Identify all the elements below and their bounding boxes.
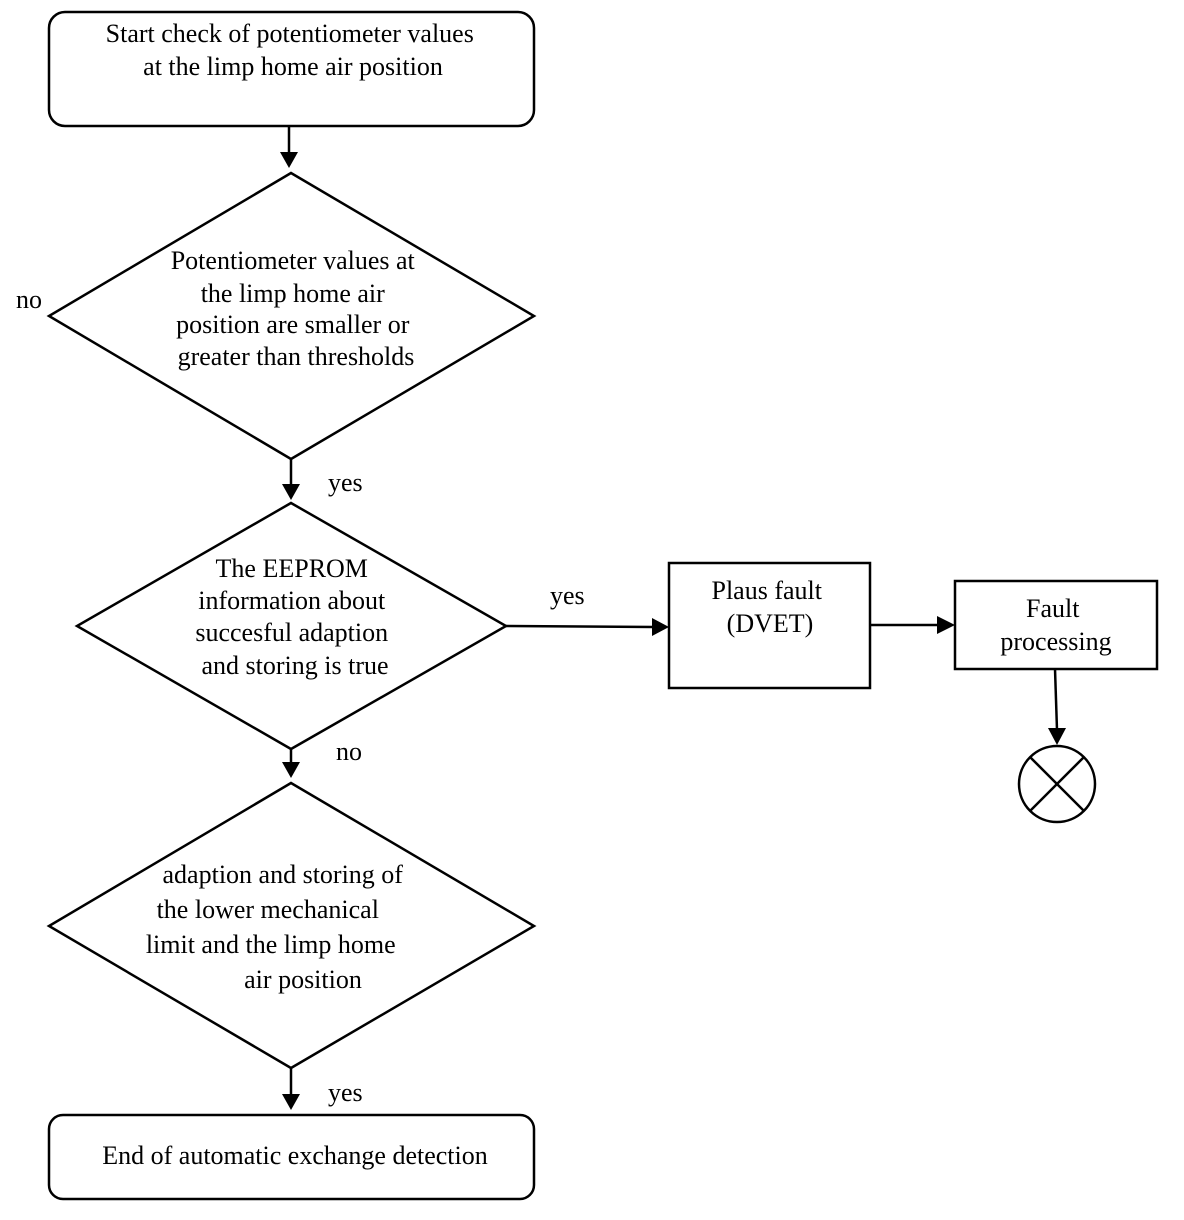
plaus-fault-node: Plaus fault (DVET)	[667, 561, 872, 690]
svg-text:adaption and storing of: adaption and storing of the lower mechan…	[146, 860, 410, 994]
decision-eeprom-line: information about	[198, 586, 386, 615]
arrow-adaption-to-end	[282, 1068, 300, 1110]
label-yes-eeprom: yes	[550, 581, 585, 610]
label-no-thresholds: no	[16, 285, 42, 314]
decision-thresholds-line: position are smaller or	[176, 310, 410, 339]
fault-processing-node: Fault processing	[953, 579, 1159, 671]
decision-eeprom-line: and storing is true	[201, 651, 388, 680]
start-node-line: at the limp home air position	[143, 52, 443, 81]
fault-processing-line: Fault	[1026, 594, 1080, 623]
arrow-eeprom-to-adaption	[282, 749, 300, 778]
decision-eeprom: The EEPROM information about succesful a…	[74, 501, 509, 751]
svg-text:Plaus fault (DVET): Plaus fault (DVET)	[712, 576, 829, 638]
decision-adaption-line: the lower mechanical	[157, 895, 379, 924]
svg-text:The EEPROM information a: The EEPROM information about succesful a…	[195, 554, 394, 680]
svg-text:End of automatic exchange dete: End of automatic exchange detection	[102, 1141, 488, 1170]
arrow-eeprom-to-plaus-fault	[505, 618, 669, 636]
end-node-line: End of automatic exchange detection	[102, 1141, 488, 1170]
label-no-eeprom: no	[336, 737, 362, 766]
decision-thresholds-line: the limp home air	[201, 279, 385, 308]
arrow-thresholds-to-eeprom	[282, 459, 300, 500]
decision-thresholds-line: Potentiometer values at	[171, 246, 416, 275]
svg-text:Fault processing: Fault processing	[1000, 594, 1111, 656]
label-yes-adaption: yes	[328, 1078, 363, 1107]
decision-adaption: adaption and storing of the lower mechan…	[46, 781, 537, 1070]
start-node: Start check of potentiometer values at t…	[47, 10, 536, 128]
arrow-start-to-thresholds	[280, 126, 298, 168]
label-yes-thresholds: yes	[328, 468, 363, 497]
decision-adaption-line: adaption and storing of	[163, 860, 404, 889]
decision-eeprom-line: The EEPROM	[216, 554, 368, 583]
end-node: End of automatic exchange detection	[47, 1113, 536, 1201]
decision-adaption-line: air position	[244, 965, 362, 994]
decision-thresholds-line: greater than thresholds	[178, 342, 415, 371]
svg-text:Start check of potentiometer v: Start check of potentiometer values at t…	[106, 19, 481, 81]
decision-adaption-line: limit and the limp home	[146, 930, 396, 959]
decision-thresholds: Potentiometer values at the limp home ai…	[46, 171, 537, 461]
crossed-circle-icon	[1017, 744, 1097, 824]
start-node-line: Start check of potentiometer values	[106, 19, 474, 48]
arrow-plaus-to-fault-processing	[870, 616, 955, 634]
plaus-fault-line: (DVET)	[727, 609, 814, 638]
plaus-fault-line: Plaus fault	[712, 576, 823, 605]
decision-eeprom-line: succesful adaption	[195, 618, 388, 647]
arrow-fault-processing-to-terminator	[1048, 668, 1066, 745]
fault-processing-line: processing	[1000, 627, 1111, 656]
svg-text:Potentiometer values at: Potentiometer values at the limp home ai…	[171, 246, 422, 371]
